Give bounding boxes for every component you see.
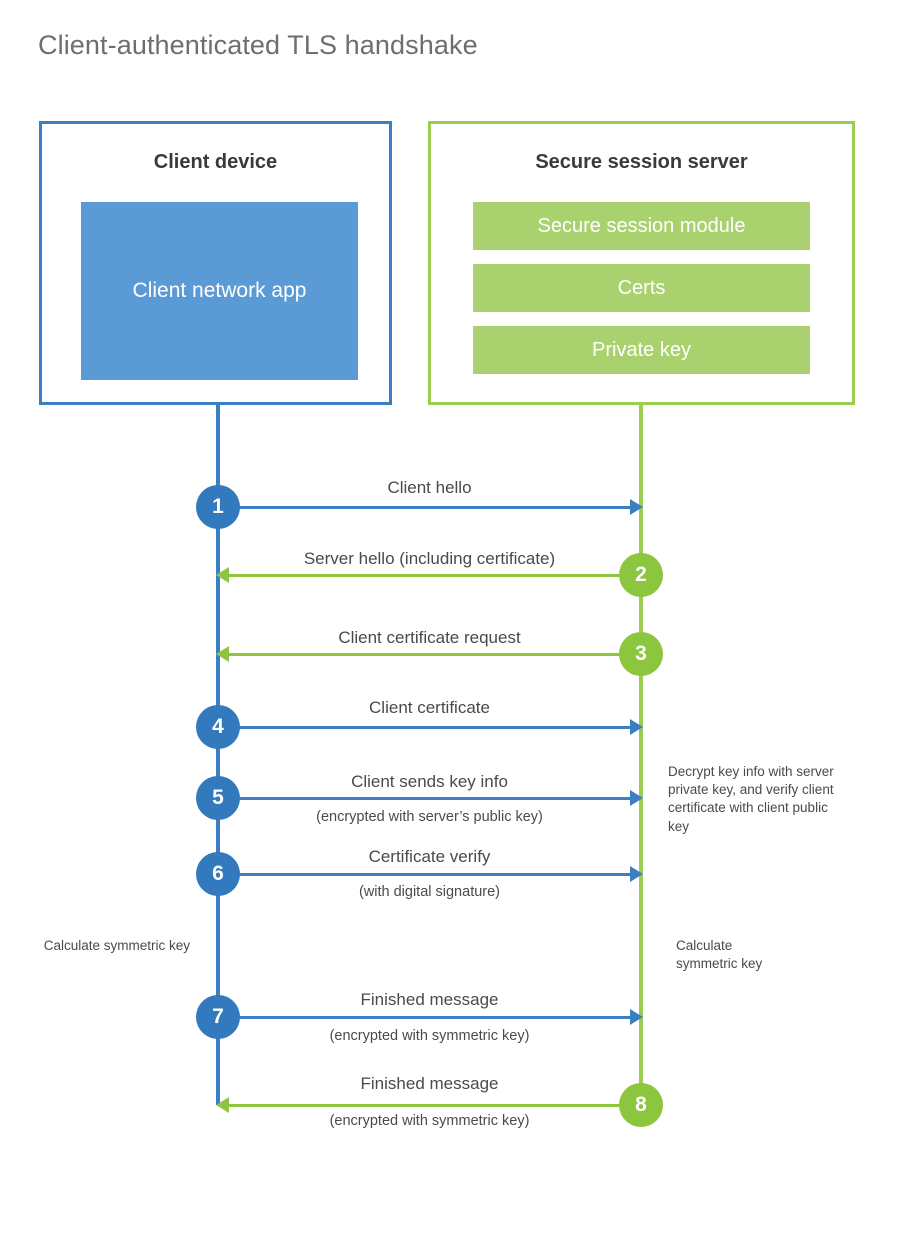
step-5-label: Client sends key info [351,772,508,791]
step-8-arrow-line [228,1104,640,1107]
step-1-label: Client hello [387,478,472,497]
step-7-label: Finished message [360,990,499,1009]
step-bullet-5[interactable]: 5 [196,776,240,820]
step-bullet-3[interactable]: 3 [619,632,663,676]
server-module-certs: Certs [473,264,810,312]
secure-session-server-box: Secure session server Secure session mod… [428,121,855,405]
step-7-arrow-line [220,1016,630,1019]
server-calculate-symmetric-key-note: Calculate symmetric key [676,938,763,972]
step-4-arrow-head [630,719,643,735]
step-6-sublabel: (with digital signature) [358,884,501,900]
step-8-arrow-head [216,1097,229,1113]
step-8-label: Finished message [360,1074,499,1093]
step-bullet-2[interactable]: 2 [619,553,663,597]
step-6-arrow-line [220,873,630,876]
step-bullet-1[interactable]: 1 [196,485,240,529]
client-lifeline [216,405,220,1105]
page-title: Client-authenticated TLS handshake [38,30,478,60]
client-device-title: Client device [153,151,278,173]
step-4-arrow-line [220,726,630,729]
step-2-arrow-head [216,567,229,583]
step-7-sublabel: (encrypted with symmetric key) [329,1028,530,1044]
step-5-sublabel: (encrypted with server’s public key) [316,809,543,825]
step-3-label: Client certificate request [338,628,521,647]
server-decrypt-note: Decrypt key info with server private key… [668,764,834,834]
step-bullet-7[interactable]: 7 [196,995,240,1039]
step-4-label: Client certificate [369,698,490,717]
step-2-label: Server hello (including certificate) [303,549,556,568]
step-5-arrow-head [630,790,643,806]
client-calculate-symmetric-key-note: Calculate symmetric key [43,938,190,953]
step-bullet-4[interactable]: 4 [196,705,240,749]
step-1-arrow-line [220,506,630,509]
secure-session-server-title: Secure session server [535,151,748,173]
step-6-arrow-head [630,866,643,882]
step-3-arrow-head [216,646,229,662]
step-1-arrow-head [630,499,643,515]
step-2-arrow-line [228,574,640,577]
server-module-private-key: Private key [473,326,810,374]
step-7-arrow-head [630,1009,643,1025]
step-3-arrow-line [228,653,640,656]
client-device-box: Client device Client network app [39,121,392,405]
step-bullet-6[interactable]: 6 [196,852,240,896]
step-bullet-8[interactable]: 8 [619,1083,663,1127]
step-5-arrow-line [220,797,630,800]
client-network-app-block: Client network app [81,202,358,380]
step-6-label: Certificate verify [368,847,491,866]
step-8-sublabel: (encrypted with symmetric key) [329,1113,530,1129]
server-lifeline [639,405,643,1105]
server-module-secure-session-module: Secure session module [473,202,810,250]
